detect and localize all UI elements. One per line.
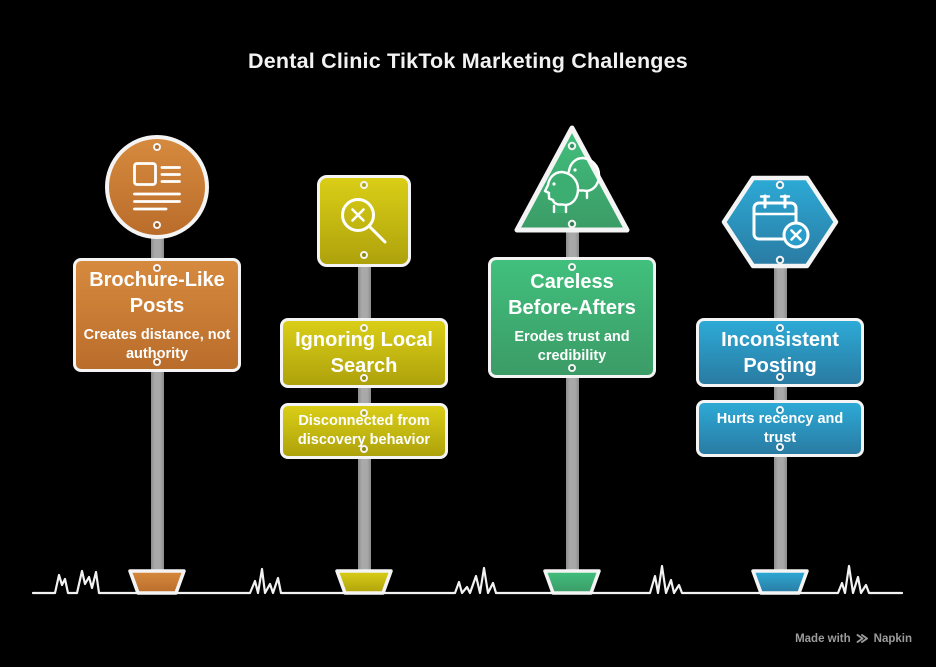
search-x-icon: [341, 198, 387, 244]
screw-icon: [360, 181, 368, 189]
screw-icon: [776, 406, 784, 414]
sign-title: Brochure-Like Posts: [89, 268, 225, 317]
screw-icon: [568, 263, 576, 271]
document-icon: [133, 162, 181, 211]
ground-grass-line: [31, 564, 904, 595]
sign-base: [543, 569, 601, 595]
screw-icon: [776, 324, 784, 332]
sign-subtitle: Erodes trust and credibility: [514, 329, 630, 364]
napkin-credit: Made with Napkin: [795, 632, 912, 645]
sign-pole: [150, 190, 164, 586]
screw-icon: [153, 143, 161, 151]
sign-subtitle: Hurts recency and trust: [716, 410, 844, 446]
credit-text: Made with: [795, 632, 851, 645]
sign-pole: [565, 190, 579, 586]
calendar-x-icon: [752, 194, 810, 249]
icon-shape-triangle: [514, 125, 630, 233]
icon-shape-square: [317, 175, 411, 267]
screw-icon: [153, 264, 161, 272]
credit-brand: Napkin: [873, 632, 912, 645]
icon-shape-hexagon: [721, 175, 839, 269]
sign-title: Ignoring Local Search: [295, 329, 433, 377]
screw-icon: [153, 221, 161, 229]
screw-icon: [568, 364, 576, 372]
napkin-logo-icon: [856, 634, 868, 643]
sign-board-sub: Disconnected from discovery behavior: [280, 403, 448, 459]
screw-icon: [776, 373, 784, 381]
diagram-title: Dental Clinic TikTok Marketing Challenge…: [248, 49, 688, 73]
screw-icon: [360, 374, 368, 382]
sign-board: Inconsistent Posting: [696, 318, 864, 387]
icon-shape-circle: [105, 135, 209, 239]
sign-board: Brochure-Like Posts Creates distance, no…: [73, 258, 241, 372]
screw-icon: [776, 443, 784, 451]
sign-base: [751, 569, 809, 595]
screw-icon: [360, 445, 368, 453]
sign-title: Inconsistent Posting: [721, 328, 839, 377]
sign-title: Careless Before-Afters: [508, 271, 636, 319]
faces-icon: [543, 156, 601, 214]
screw-icon: [360, 251, 368, 259]
sign-base: [335, 569, 393, 595]
screw-icon: [360, 324, 368, 332]
sign-subtitle: Disconnected from discovery behavior: [297, 413, 431, 448]
screw-icon: [360, 409, 368, 417]
sign-board: Ignoring Local Search: [280, 318, 448, 388]
sign-subtitle: Creates distance, not authority: [83, 326, 231, 362]
sign-base: [128, 569, 186, 595]
screw-icon: [153, 358, 161, 366]
sign-board: Careless Before-Afters Erodes trust and …: [488, 257, 656, 378]
sign-board-sub: Hurts recency and trust: [696, 400, 864, 457]
